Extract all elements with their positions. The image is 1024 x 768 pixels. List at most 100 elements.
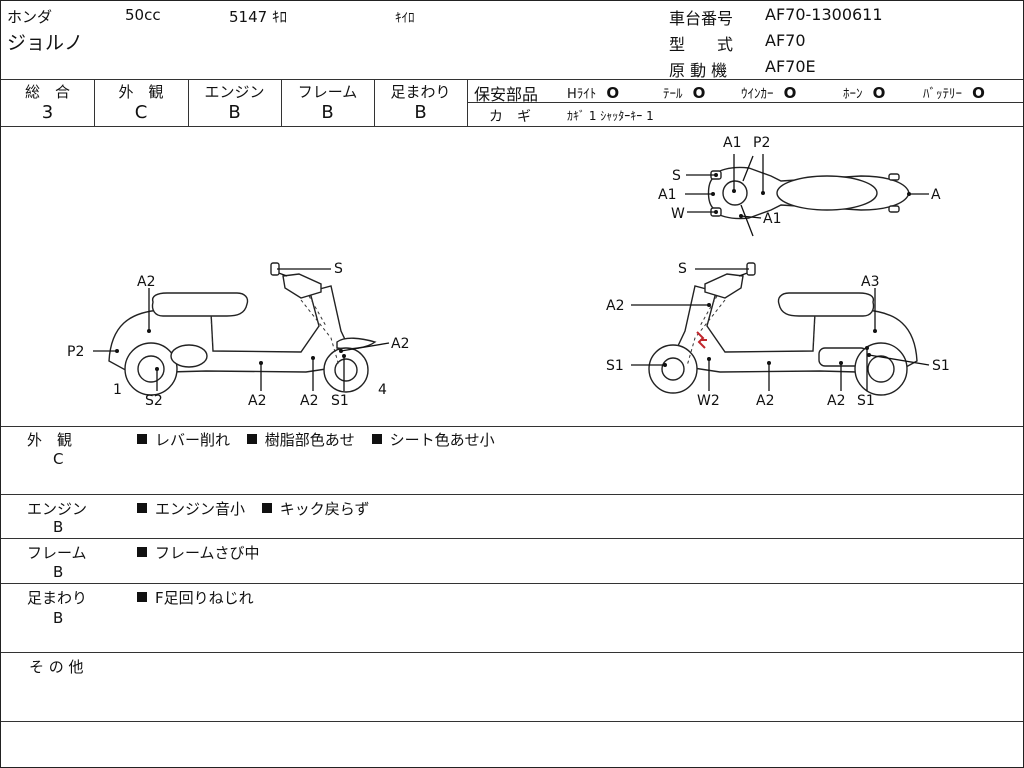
grade-overall-value: 3 <box>41 102 54 123</box>
right-label-a2-b1: A2 <box>756 393 774 409</box>
right-label-w2: W2 <box>697 393 720 409</box>
frame-no-label: 車台番号 <box>669 9 734 28</box>
grade-frame-value: B <box>321 102 334 123</box>
left-label-1: 1 <box>113 382 122 398</box>
damage-diagram: A2 S P2 A2 1 S2 A2 A2 S1 4 <box>67 135 950 409</box>
remark-engine-grade: B <box>53 518 64 536</box>
left-label-s2: S2 <box>145 393 163 409</box>
right-label-a2: A2 <box>606 298 624 314</box>
safety-title: 保安部品 <box>474 85 539 104</box>
left-label-p2: P2 <box>67 344 84 360</box>
safety-horn-label: ﾎｰﾝ <box>843 87 863 102</box>
remark-suspension-items: F足回りねじれ <box>137 587 266 608</box>
safety-horn: ﾎｰﾝ O <box>843 83 885 102</box>
right-label-s1-right: S1 <box>932 358 950 374</box>
left-label-a2-top: A2 <box>137 274 155 290</box>
top-label-s: S <box>672 168 681 184</box>
right-head <box>704 273 744 299</box>
safety-tail-label: ﾃｰﾙ <box>663 87 683 102</box>
safety-battery: ﾊﾞｯﾃﾘｰ O <box>923 83 985 102</box>
scooter-top-view: A1 P2 S A1 W A1 A <box>658 135 941 237</box>
left-seat <box>151 292 249 317</box>
safety-tail: ﾃｰﾙ O <box>663 83 705 102</box>
model-name: ジョルノ <box>7 32 84 54</box>
engine-label: 原 動 機 <box>669 61 728 80</box>
scooter-right-view: S A3 A2 S1 S1 W2 A2 A2 S1 <box>606 261 950 409</box>
top-label-a1: A1 <box>723 135 741 151</box>
top-tail-left <box>888 173 900 181</box>
grade-engine-value: B <box>228 102 241 123</box>
scooter-left-view: A2 S P2 A2 1 S2 A2 A2 S1 4 <box>67 261 409 409</box>
remark-engine-items: エンジン音小 キック戻らず <box>137 498 382 519</box>
remark-suspension-item: F足回りねじれ <box>137 589 254 607</box>
right-front-hub <box>661 357 685 381</box>
safety-headlight: Hﾗｲﾄ O <box>567 83 619 102</box>
frame-no: AF70-1300611 <box>765 5 883 24</box>
safety-battery-label: ﾊﾞｯﾃﾘｰ <box>923 87 962 102</box>
maker: ホンダ <box>7 8 53 26</box>
top-label-a1-b: A1 <box>763 211 781 227</box>
remark-exterior-item: シート色あせ小 <box>371 431 495 449</box>
safety-horn-mark: O <box>872 84 886 102</box>
top-label-a: A <box>931 187 941 203</box>
left-front-fender <box>336 337 377 350</box>
remark-exterior-items: レバー削れ 樹脂部色あせ シート色あせ小 <box>137 429 507 450</box>
key-value: ｶｷﾞ 1 ｼｬｯﾀｰｷｰ 1 <box>567 109 654 123</box>
top-handlebar <box>740 155 754 237</box>
left-rear-hub <box>137 355 165 383</box>
left-muffler <box>170 344 208 368</box>
remark-frame-label: フレーム <box>27 544 87 562</box>
safety-winker-label: ｳｲﾝｶｰ <box>741 87 774 102</box>
type-label: 型 式 <box>669 35 734 54</box>
safety-winker: ｳｲﾝｶｰ O <box>741 83 796 102</box>
right-rear-hub <box>867 355 895 383</box>
top-tail-right <box>888 205 900 213</box>
remark-suspension-label: 足まわり <box>27 589 88 607</box>
remark-exterior-label: 外 観 <box>27 431 73 449</box>
right-label-a2-b2: A2 <box>827 393 845 409</box>
remark-engine-item: エンジン音小 <box>137 500 245 518</box>
right-label-s-top: S <box>678 261 687 277</box>
top-head <box>722 180 748 206</box>
safety-tail-mark: O <box>692 84 706 102</box>
top-label-p2: P2 <box>753 135 770 151</box>
grade-suspension-value: B <box>414 102 427 123</box>
left-label-a2-b1: A2 <box>248 393 266 409</box>
right-label-a3: A3 <box>861 274 879 290</box>
grade-overall-label: 総 合 <box>24 83 70 101</box>
type-value: AF70 <box>765 31 806 50</box>
left-label-a2-b2: A2 <box>300 393 318 409</box>
remark-frame-item: フレームさび中 <box>137 544 260 562</box>
right-red-mark <box>696 331 707 349</box>
right-seat <box>777 292 875 317</box>
mileage: 5147 ｷﾛ <box>229 8 287 26</box>
grade-frame-label: フレーム <box>297 83 358 101</box>
left-label-s1: S1 <box>331 393 349 409</box>
remark-engine-item: キック戻らず <box>261 500 370 518</box>
mileage-unit: ｷｲﾛ <box>395 11 415 26</box>
safety-winker-mark: O <box>783 84 797 102</box>
remark-exterior-grade: C <box>53 450 64 468</box>
left-label-4: 4 <box>378 382 387 398</box>
remark-suspension-grade: B <box>53 609 64 627</box>
safety-headlight-label: Hﾗｲﾄ <box>567 87 597 102</box>
key-label: カ ギ <box>489 109 531 125</box>
safety-headlight-mark: O <box>606 84 620 102</box>
remark-frame-items: フレームさび中 <box>137 542 272 563</box>
remark-frame-grade: B <box>53 563 64 581</box>
left-label-a2-right: A2 <box>391 336 409 352</box>
top-label-w: W <box>671 206 685 222</box>
safety-battery-mark: O <box>972 84 985 102</box>
remark-exterior-item: レバー削れ <box>137 431 230 449</box>
left-panel-lines <box>210 295 340 367</box>
grade-exterior-value: C <box>134 102 148 123</box>
remark-other-label: そ の 他 <box>29 658 84 676</box>
remark-exterior-item: 樹脂部色あせ <box>246 431 355 449</box>
top-seat <box>776 175 878 211</box>
remark-engine-label: エンジン <box>27 500 88 518</box>
top-label-a1-left: A1 <box>658 187 676 203</box>
left-head <box>282 273 322 299</box>
engine-value: AF70E <box>765 57 816 76</box>
right-label-s1-b: S1 <box>857 393 875 409</box>
